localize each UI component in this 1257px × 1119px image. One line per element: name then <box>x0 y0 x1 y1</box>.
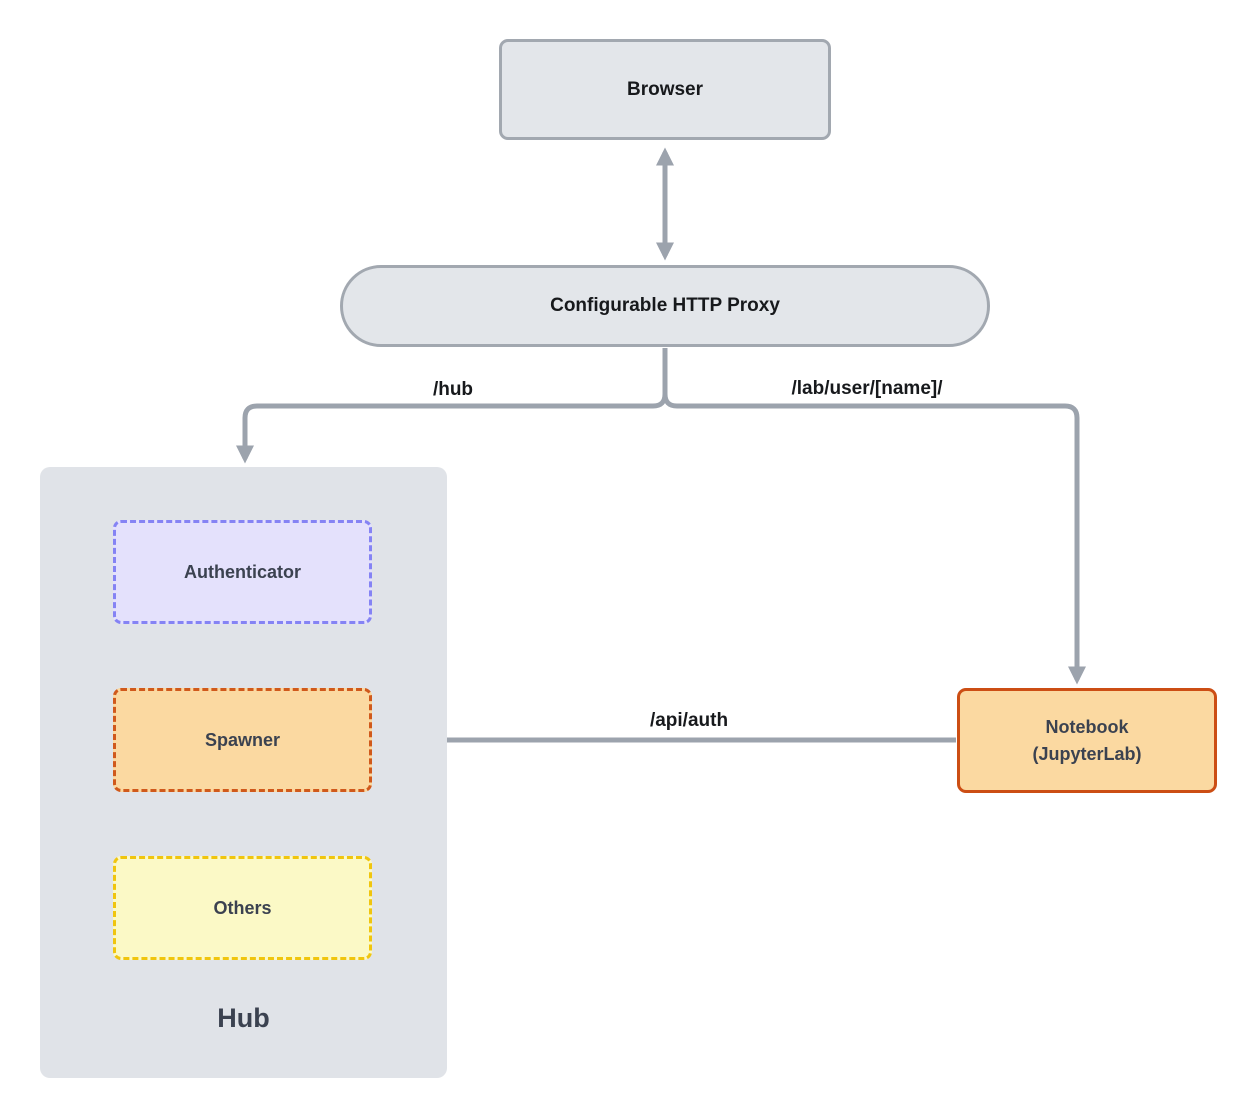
configurable-http-proxy-node: Configurable HTTP Proxy <box>340 265 990 347</box>
notebook-jupyterlab-node: Notebook (JupyterLab) <box>957 688 1217 793</box>
hub-route-label: /hub <box>432 379 474 400</box>
browser-node: Browser <box>499 39 831 140</box>
authenticator-node: Authenticator <box>113 520 372 624</box>
others-label: Others <box>213 897 272 918</box>
browser-label: Browser <box>626 78 704 100</box>
notebook-label-line2: (JupyterLab) <box>1032 743 1142 764</box>
hub-label: Hub <box>217 1003 270 1033</box>
hub-container-node: Authenticator Spawner Others Hub <box>40 467 447 1078</box>
api-auth-label: /api/auth <box>649 710 729 731</box>
notebook-label-line1: Notebook <box>1045 716 1129 737</box>
lab-route-label: /lab/user/[name]/ <box>791 378 943 399</box>
authenticator-label: Authenticator <box>184 561 301 582</box>
proxy-hub-connector <box>236 348 668 464</box>
spawner-node: Spawner <box>113 688 372 792</box>
spawner-label: Spawner <box>204 729 281 750</box>
proxy-label: Configurable HTTP Proxy <box>550 295 780 316</box>
others-node: Others <box>113 856 372 960</box>
